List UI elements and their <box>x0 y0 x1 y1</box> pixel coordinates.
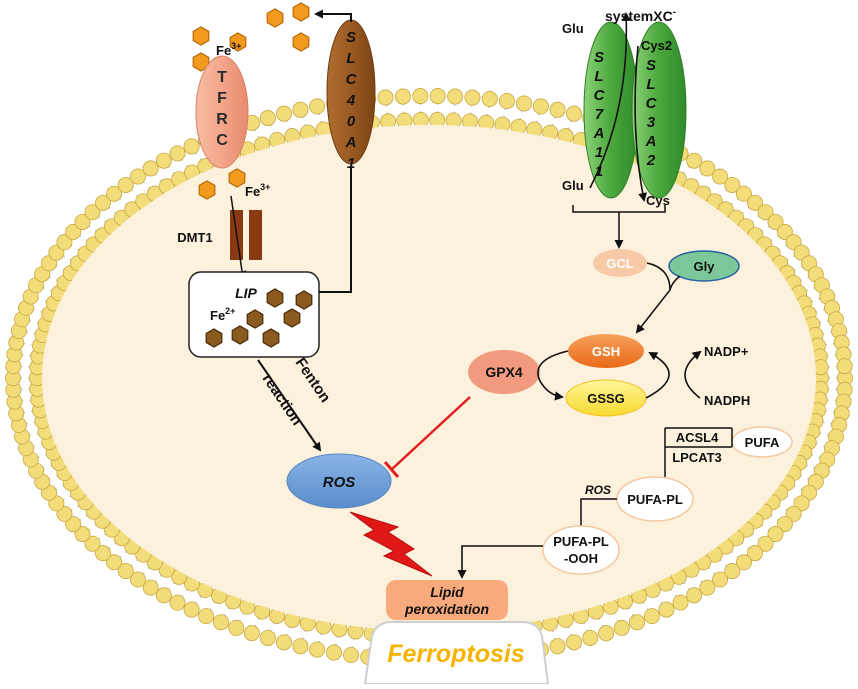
lipid-head <box>184 602 199 617</box>
lipid-head <box>837 359 852 374</box>
lipid-head <box>566 635 581 650</box>
cytoplasm <box>42 125 816 631</box>
lipid-head <box>310 99 325 114</box>
lipid-head <box>550 639 565 654</box>
lipid-head <box>170 595 185 610</box>
lipid-head <box>465 90 480 105</box>
fe2-hexagon-icon <box>284 309 300 327</box>
dmt1-label: DMT1 <box>177 230 212 245</box>
glu-top-label: Glu <box>562 21 584 36</box>
gsh-label: GSH <box>592 344 620 359</box>
fe2-hexagon-icon <box>206 329 222 347</box>
fe3-hexagon-icon <box>199 181 215 199</box>
lipid-head <box>293 639 308 654</box>
fe2-hexagon-icon <box>296 291 312 309</box>
lipid-head <box>599 626 614 641</box>
lipid-head <box>244 626 259 641</box>
lipid-head <box>229 620 244 635</box>
pufa-pl-ooh-label-2: -OOH <box>564 551 598 566</box>
pufa-label: PUFA <box>745 435 780 450</box>
lipid-head <box>448 89 463 104</box>
lipid-head <box>378 90 393 105</box>
cys-label: Cys <box>646 193 670 208</box>
lipid-head <box>343 647 358 662</box>
lpcat3-label: LPCAT3 <box>672 450 722 465</box>
ros-label: ROS <box>323 474 356 491</box>
peroxidation-label: peroxidation <box>404 601 489 617</box>
lipid-head <box>482 91 497 106</box>
lipid-head <box>156 153 171 168</box>
lipid-head <box>614 620 629 635</box>
acsl4-label: ACSL4 <box>676 430 719 445</box>
nadp-plus-label: NADP+ <box>704 344 749 359</box>
lip-label: LIP <box>235 285 257 301</box>
fe3-label-top: Fe3+ <box>216 41 241 58</box>
pufa-pl-label: PUFA-PL <box>627 492 683 507</box>
nadph-label: NADPH <box>704 393 750 408</box>
lipid-head <box>395 89 410 104</box>
lipid-head <box>170 146 185 161</box>
lipid-head <box>293 102 308 117</box>
iron-export-arrow <box>316 14 351 22</box>
lipid-head <box>687 153 702 168</box>
slc7a11-transporter[interactable] <box>584 22 638 198</box>
lipid-head <box>156 588 171 603</box>
lipid-head <box>260 110 275 125</box>
lipid-head <box>276 106 291 121</box>
pufa-pl-ooh-label-1: PUFA-PL <box>553 534 609 549</box>
fe2-hexagon-icon <box>263 329 279 347</box>
lipid-head <box>566 106 581 121</box>
fe2-hexagon-icon <box>232 326 248 344</box>
lipid-head <box>326 645 341 660</box>
lipid-head <box>644 609 659 624</box>
systemxc-label: systemXC- <box>605 7 676 24</box>
lipid-head <box>310 642 325 657</box>
fe3-hexagon-icon <box>267 9 283 27</box>
gssg-label: GSSG <box>587 391 625 406</box>
lipid-head <box>413 88 428 103</box>
ros-small-label: ROS <box>585 483 611 497</box>
gly-label: Gly <box>694 259 716 274</box>
lipid-head <box>583 630 598 645</box>
dmt1-channel-right <box>249 210 262 260</box>
fe2-hexagon-icon <box>247 310 263 328</box>
fe2-hexagon-icon <box>267 289 283 307</box>
lipid-head <box>499 93 514 108</box>
lipid-head <box>533 99 548 114</box>
lipid-head <box>629 615 644 630</box>
lipid-label: Lipid <box>430 584 464 600</box>
fe3-hexagon-icon <box>229 169 245 187</box>
lipid-head <box>430 88 445 103</box>
gcl-label: GCL <box>606 256 634 271</box>
lipid-head <box>213 615 228 630</box>
lipid-head <box>198 609 213 624</box>
glu-bottom-label: Glu <box>562 178 584 193</box>
fe3-hexagon-icon <box>193 27 209 45</box>
lipid-head <box>143 161 158 176</box>
cys2-label: Cys2 <box>641 38 672 53</box>
lipid-head <box>700 580 715 595</box>
lipid-head <box>260 630 275 645</box>
lipid-head <box>516 96 531 111</box>
lipid-head <box>659 602 674 617</box>
fe3-hexagon-icon <box>293 33 309 51</box>
lipid-head <box>687 588 702 603</box>
gpx4-label: GPX4 <box>485 364 523 380</box>
lipid-head <box>673 595 688 610</box>
lipid-head <box>184 139 199 154</box>
lipid-head <box>550 102 565 117</box>
fe3-extracellular-group <box>193 3 309 71</box>
lipid-head <box>276 635 291 650</box>
ferroptosis-label: Ferroptosis <box>387 640 525 668</box>
fe3-hexagon-icon <box>293 3 309 21</box>
